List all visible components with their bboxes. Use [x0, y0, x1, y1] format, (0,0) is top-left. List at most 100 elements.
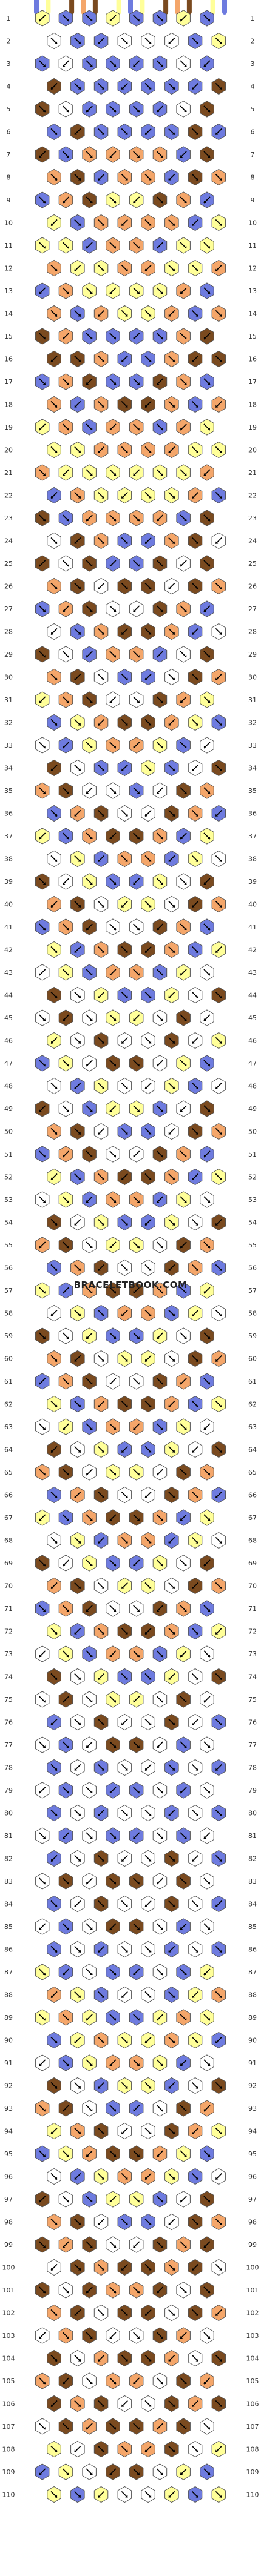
knot-r30-k4 [117, 668, 132, 686]
knot-r49-k7 [176, 1100, 191, 1117]
knot-r65-k4 [106, 1464, 120, 1481]
knot-r1-k8 [200, 10, 214, 27]
row-label-left: 59 [4, 1332, 13, 1340]
knot-r86-k8 [211, 1940, 226, 1958]
knot-r86-k7 [188, 1940, 203, 1958]
knot-r64-k1 [47, 1441, 61, 1458]
knot-r108-k2 [70, 2440, 85, 2458]
knot-r76-k3 [93, 1713, 109, 1731]
row-label-left: 56 [4, 1264, 13, 1272]
knot-r36-k6 [164, 805, 179, 822]
knot-r86-k3 [93, 1940, 109, 1958]
knot-r64-k2 [70, 1441, 85, 1458]
knot-r23-k1 [35, 510, 50, 526]
row-label-left: 87 [4, 1968, 13, 1976]
row-label-right: 38 [248, 855, 257, 863]
knot-r68-k6 [164, 1532, 179, 1549]
knot-r43-k8 [200, 964, 214, 981]
row-label-right: 2 [251, 38, 255, 45]
knot-r57-k5 [129, 1282, 144, 1299]
knot-r66-k3 [93, 1486, 109, 1504]
knot-r109-k3 [82, 2463, 97, 2480]
knot-r16-k8 [211, 350, 226, 368]
knot-r66-k8 [211, 1486, 226, 1504]
knot-r8-k2 [70, 168, 85, 186]
knot-r107-k3 [82, 2418, 97, 2435]
row-label-left: 63 [4, 1423, 13, 1431]
row-label-left: 18 [4, 401, 13, 409]
knot-r14-k3 [93, 305, 109, 322]
knot-r44-k7 [188, 986, 203, 1004]
row-label-left: 7 [7, 151, 11, 159]
knot-r88-k8 [211, 1986, 226, 2003]
knot-r104-k2 [70, 2349, 85, 2367]
knot-r36-k1 [47, 805, 61, 822]
knot-r110-k6 [164, 2486, 179, 2503]
knot-r43-k3 [82, 964, 97, 981]
knot-r60-k1 [47, 1350, 61, 1367]
knot-r27-k6 [152, 600, 168, 617]
knot-r44-k2 [70, 986, 85, 1004]
knot-r83-k1 [35, 1873, 50, 1890]
knot-r26-k2 [70, 577, 85, 595]
knot-r11-k7 [176, 237, 191, 254]
knot-r69-k5 [129, 1555, 144, 1572]
knot-r60-k4 [117, 1350, 132, 1367]
knot-r20-k8 [211, 441, 226, 459]
knot-r101-k7 [176, 2282, 191, 2299]
knot-r50-k3 [93, 1123, 109, 1140]
knot-r45-k6 [152, 1009, 168, 1026]
knot-r72-k1 [47, 1622, 61, 1640]
knot-r42-k1 [47, 941, 61, 958]
knot-r95-k3 [82, 2145, 97, 2162]
knot-r43-k7 [176, 964, 191, 981]
knot-r2-k6 [164, 32, 179, 50]
knot-r61-k8 [200, 1373, 214, 1390]
knot-r92-k3 [93, 2077, 109, 2094]
row-label-right: 45 [248, 1014, 257, 1022]
knot-r7-k6 [152, 146, 168, 163]
knot-r59-k2 [58, 1327, 73, 1344]
knot-r94-k7 [188, 2122, 203, 2140]
knot-r77-k3 [82, 1736, 97, 1753]
knot-r89-k2 [58, 2009, 73, 2026]
knot-r33-k6 [152, 737, 168, 754]
knot-r106-k1 [47, 2395, 61, 2412]
knot-r49-k4 [106, 1100, 120, 1117]
knot-r31-k7 [176, 691, 191, 708]
knot-r88-k7 [188, 1986, 203, 2003]
knot-r11-k2 [58, 237, 73, 254]
row-label-right: 12 [248, 265, 257, 273]
knot-r77-k4 [106, 1736, 120, 1753]
knot-r18-k8 [211, 396, 226, 413]
knot-r73-k3 [82, 1645, 97, 1662]
knot-r56-k6 [164, 1259, 179, 1276]
knot-r100-k3 [93, 2259, 109, 2276]
knot-r31-k3 [82, 691, 97, 708]
knot-r50-k2 [70, 1123, 85, 1140]
knot-r40-k8 [211, 895, 226, 913]
row-label-right: 36 [248, 810, 257, 818]
row-label-right: 55 [248, 1241, 257, 1249]
knot-r110-k8 [211, 2486, 226, 2503]
knot-r48-k5 [141, 1077, 155, 1095]
knot-r19-k6 [152, 419, 168, 436]
knot-r12-k6 [164, 259, 179, 277]
knot-r109-k7 [176, 2463, 191, 2480]
knot-r62-k4 [117, 1395, 132, 1413]
knot-r21-k5 [129, 464, 144, 481]
knot-r99-k4 [106, 2236, 120, 2253]
row-label-left: 32 [4, 719, 13, 727]
row-label-right: 44 [248, 992, 257, 1000]
knot-r64-k4 [117, 1441, 132, 1458]
row-label-right: 97 [248, 2196, 257, 2203]
knot-r73-k6 [152, 1645, 168, 1662]
row-label-left: 33 [4, 742, 13, 749]
row-label-left: 22 [4, 492, 13, 500]
row-label-left: 101 [2, 2286, 15, 2294]
knot-r44-k1 [47, 986, 61, 1004]
row-label-right: 99 [248, 2241, 257, 2249]
knot-r60-k8 [211, 1350, 226, 1367]
knot-r100-k6 [164, 2259, 179, 2276]
knot-r57-k3 [82, 1282, 97, 1299]
